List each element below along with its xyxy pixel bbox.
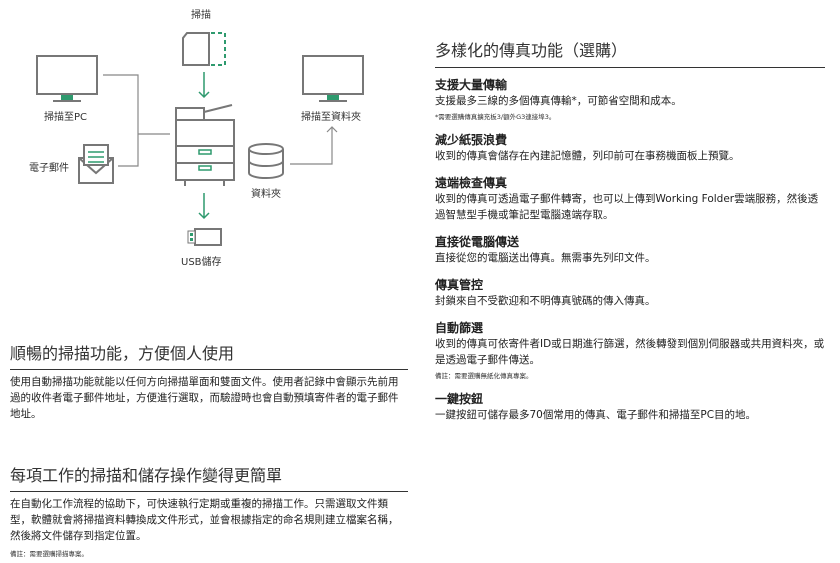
label-scan-to-folder: 掃描至資料夾 xyxy=(301,112,361,123)
section-title: 順暢的掃描功能，方便個人使用 xyxy=(10,344,235,363)
fax-item: 支援大量傳輸 支援最多三線的多個傳真傳輸*，可節省空間和成本。 *需要選購傳真擴… xyxy=(435,76,825,121)
fax-item-note: *需要選購傳真擴充板3/額外G3連接埠3。 xyxy=(435,113,556,121)
fax-item: 自動篩選 收到的傳真可依寄件者ID或日期進行篩選，然後轉發到個別伺服器或共用資料… xyxy=(435,319,825,380)
fax-section: 多樣化的傳真功能（選購） 支援大量傳輸 支援最多三線的多個傳真傳輸*，可節省空間… xyxy=(435,37,825,423)
fax-item-heading: 自動篩選 xyxy=(435,321,484,335)
fax-item-body: 支援最多三線的多個傳真傳輸*，可節省空間和成本。 xyxy=(435,95,682,107)
divider xyxy=(10,369,408,370)
dashed-page-icon xyxy=(211,32,226,66)
arrow-down-icon xyxy=(198,72,210,99)
fax-item: 一鍵按鈕 一鍵按鈕可儲存最多70個常用的傳真、電子郵件和掃描至PC目的地。 xyxy=(435,390,825,423)
fax-item: 減少紙張浪費 收到的傳真會儲存在內建記憶體，列印前可在事務機面板上預覽。 xyxy=(435,131,825,164)
section-body: 使用自動掃描功能就能以任何方向掃描單面和雙面文件。使用者記錄中會顯示先前用過的收… xyxy=(10,376,399,420)
fax-item-heading: 一鍵按鈕 xyxy=(435,392,484,406)
printer-icon xyxy=(175,104,235,186)
fax-item-body: 收到的傳真可依寄件者ID或日期進行篩選，然後轉發到個別伺服器或共用資料夾，或是透… xyxy=(435,338,825,366)
fax-item-body: 收到的傳真可透過電子郵件轉寄，也可以上傳到Working Folder雲端服務，… xyxy=(435,193,819,221)
section-body: 在自動化工作流程的協助下，可快速執行定期或重複的掃描工作。只需選取文件類型，軟體… xyxy=(10,498,399,542)
label-scan: 掃描 xyxy=(191,10,211,21)
fax-item-body: 收到的傳真會儲存在內建記憶體，列印前可在事務機面板上預覽。 xyxy=(435,150,740,162)
fax-item: 遠端檢查傳真 收到的傳真可透過電子郵件轉寄，也可以上傳到Working Fold… xyxy=(435,174,825,223)
monitor-pc-icon xyxy=(36,55,98,95)
fax-item-body: 一鍵按鈕可儲存最多70個常用的傳真、電子郵件和掃描至PC目的地。 xyxy=(435,409,757,421)
document-icon xyxy=(182,32,210,66)
fax-title: 多樣化的傳真功能（選購） xyxy=(435,41,628,60)
database-icon xyxy=(248,143,284,179)
fax-item: 傳真管控 封鎖來自不受歡迎和不明傳真號碼的傳入傳真。 xyxy=(435,276,825,309)
fax-item-body: 封鎖來自不受歡迎和不明傳真號碼的傳入傳真。 xyxy=(435,295,656,307)
monitor-folder-icon xyxy=(302,55,364,95)
fax-item-heading: 直接從電腦傳送 xyxy=(435,235,520,249)
usb-icon xyxy=(194,228,222,246)
divider xyxy=(435,67,825,68)
fax-item-heading: 遠端檢查傳真 xyxy=(435,176,508,190)
fax-item-note: 備註：需要選購無紙化傳真專案。 xyxy=(435,372,533,380)
section-note: 備註：需要選購掃描專案。 xyxy=(10,550,88,558)
fax-item-heading: 支援大量傳輸 xyxy=(435,78,508,92)
section-title: 每項工作的掃描和儲存操作變得更簡單 xyxy=(10,466,283,485)
fax-item-body: 直接從您的電腦送出傳真。無需事先列印文件。 xyxy=(435,252,656,264)
arrow-down-icon xyxy=(198,193,210,220)
divider xyxy=(10,491,408,492)
label-folder: 資料夾 xyxy=(251,189,281,200)
scan-workflow-diagram xyxy=(36,32,364,246)
email-icon xyxy=(78,144,114,184)
label-email: 電子郵件 xyxy=(29,163,69,174)
fax-item-heading: 傳真管控 xyxy=(435,278,484,292)
label-scan-to-pc: 掃描至PC xyxy=(44,112,88,123)
fax-item: 直接從電腦傳送 直接從您的電腦送出傳真。無需事先列印文件。 xyxy=(435,233,825,266)
fax-item-heading: 減少紙張浪費 xyxy=(435,133,508,147)
section-workflow-scan: 每項工作的掃描和儲存操作變得更簡單 在自動化工作流程的協助下，可快速執行定期或重… xyxy=(10,462,408,558)
label-usb: USB儲存 xyxy=(181,257,222,268)
section-personal-scan: 順暢的掃描功能，方便個人使用 使用自動掃描功能就能以任何方向掃描單面和雙面文件。… xyxy=(10,340,408,422)
